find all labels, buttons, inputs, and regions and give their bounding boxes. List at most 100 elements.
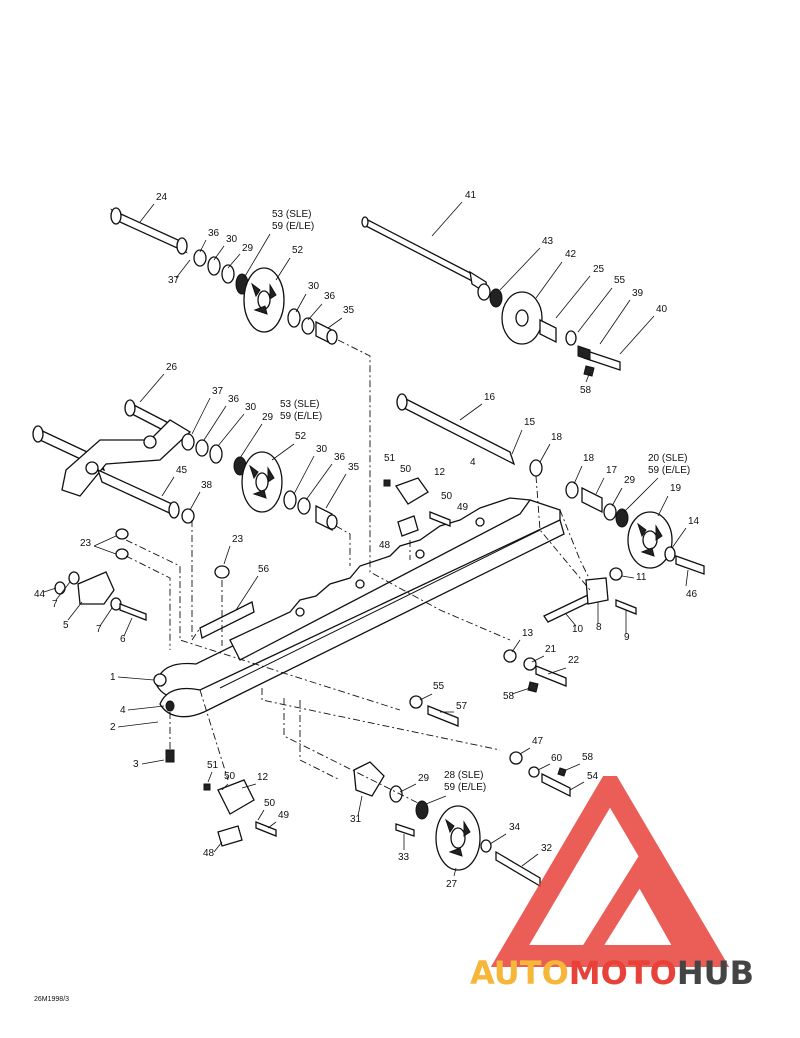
callout-l30a: 30 bbox=[226, 234, 238, 245]
callout-l3: 3 bbox=[133, 759, 139, 770]
callout-l58b: 58 bbox=[503, 691, 515, 702]
callout-l21: 21 bbox=[545, 644, 557, 655]
callout-l38: 38 bbox=[201, 480, 213, 491]
callout-l13: 13 bbox=[522, 628, 534, 639]
callout-l53b: 53 (SLE) bbox=[280, 399, 319, 410]
callout-l9: 9 bbox=[624, 632, 630, 643]
callout-l49b: 49 bbox=[278, 810, 290, 821]
callout-l41: 41 bbox=[465, 190, 477, 201]
callout-l28: 28 (SLE) bbox=[444, 770, 483, 781]
callout-l35a: 35 bbox=[343, 305, 355, 316]
callout-l32: 32 bbox=[541, 843, 553, 854]
callout-l2: 2 bbox=[110, 722, 116, 733]
callout-l29a: 29 bbox=[242, 243, 254, 254]
callout-l24: 24 bbox=[156, 192, 168, 203]
callout-l47: 47 bbox=[532, 736, 544, 747]
callout-l19: 19 bbox=[670, 483, 682, 494]
callout-l44: 44 bbox=[34, 589, 46, 600]
callout-l52b: 52 bbox=[295, 431, 307, 442]
callout-l26: 26 bbox=[166, 362, 178, 373]
watermark-text-auto: AUTO bbox=[470, 954, 569, 992]
rear-adjuster bbox=[543, 567, 637, 623]
callout-l4b: 4 bbox=[120, 705, 126, 716]
callout-l30b: 30 bbox=[308, 281, 320, 292]
mid-bolts bbox=[409, 649, 567, 727]
callout-l58a: 58 bbox=[580, 385, 592, 396]
callout-l29c: 29 bbox=[624, 475, 636, 486]
callout-l5: 5 bbox=[63, 620, 69, 631]
callout-l7a: 7 bbox=[52, 599, 58, 610]
callout-l59a: 59 (E/LE) bbox=[272, 221, 314, 232]
callout-l49a: 49 bbox=[457, 502, 469, 513]
watermark-text-moto: MOTO bbox=[569, 954, 677, 992]
callout-l8: 8 bbox=[596, 622, 602, 633]
watermark-text: AUTOMOTOHUB bbox=[470, 954, 754, 992]
callout-l55a: 55 bbox=[614, 275, 626, 286]
lower-wheel-assembly bbox=[353, 751, 571, 888]
callout-l35b: 35 bbox=[348, 462, 360, 473]
callout-l29b: 29 bbox=[262, 412, 274, 423]
callout-l59d: 59 (E/LE) bbox=[444, 782, 486, 793]
watermark-logo-mark bbox=[490, 776, 730, 967]
callout-l56: 56 bbox=[258, 564, 270, 575]
callout-l36b: 36 bbox=[324, 291, 336, 302]
callout-l58c: 58 bbox=[582, 752, 594, 763]
slide-rail bbox=[153, 497, 565, 763]
callout-l25: 25 bbox=[593, 264, 605, 275]
callout-l31: 31 bbox=[350, 814, 362, 825]
callout-l57: 57 bbox=[456, 701, 468, 712]
callout-l11: 11 bbox=[636, 572, 647, 583]
callout-l54: 54 bbox=[587, 771, 599, 782]
callout-l37a: 37 bbox=[168, 275, 180, 286]
callout-l60: 60 bbox=[551, 753, 563, 764]
rear-axle-upper bbox=[361, 216, 621, 377]
idler-axle-upper bbox=[110, 207, 338, 346]
callout-l30d: 30 bbox=[316, 444, 328, 455]
callout-l50b: 50 bbox=[441, 491, 453, 502]
callout-l42: 42 bbox=[565, 249, 577, 260]
automotohub-watermark: AUTOMOTOHUB bbox=[470, 776, 754, 992]
callout-l39: 39 bbox=[632, 288, 644, 299]
callout-l1: 1 bbox=[110, 672, 116, 683]
callout-l36d: 36 bbox=[334, 452, 346, 463]
assembly-center-lines bbox=[125, 339, 591, 805]
callout-l22: 22 bbox=[568, 655, 580, 666]
callout-l46: 46 bbox=[686, 589, 698, 600]
callout-l59c: 59 (E/LE) bbox=[648, 465, 690, 476]
callout-l12a: 12 bbox=[434, 467, 446, 478]
callout-l27: 27 bbox=[446, 879, 458, 890]
callout-l18a: 18 bbox=[551, 432, 563, 443]
callout-l59b: 59 (E/LE) bbox=[280, 411, 322, 422]
callout-l50c: 50 bbox=[224, 771, 236, 782]
callout-l50a: 50 bbox=[400, 464, 412, 475]
callout-l45: 45 bbox=[176, 465, 188, 476]
callout-l4a: 4 bbox=[470, 457, 476, 468]
callout-l52a: 52 bbox=[292, 245, 304, 256]
callout-l17: 17 bbox=[606, 465, 618, 476]
callout-l29d: 29 bbox=[418, 773, 430, 784]
slider-shoe-lower bbox=[203, 779, 277, 847]
callout-l55b: 55 bbox=[433, 681, 445, 692]
callout-l15: 15 bbox=[524, 417, 536, 428]
watermark-text-hub: HUB bbox=[677, 954, 754, 992]
callout-l23b: 23 bbox=[232, 534, 244, 545]
callout-l6: 6 bbox=[120, 634, 126, 645]
callout-l7b: 7 bbox=[96, 624, 102, 635]
callout-l37b: 37 bbox=[212, 386, 224, 397]
callout-l48b: 48 bbox=[203, 848, 215, 859]
callout-l14: 14 bbox=[688, 516, 700, 527]
callout-l51a: 51 bbox=[384, 453, 396, 464]
callout-l33: 33 bbox=[398, 852, 410, 863]
callout-l34: 34 bbox=[509, 822, 521, 833]
callout-l36c: 36 bbox=[228, 394, 240, 405]
slider-shoe-upper bbox=[383, 477, 451, 537]
callout-l16: 16 bbox=[484, 392, 496, 403]
diagram-code: 26M1998/3 bbox=[34, 996, 70, 1003]
callout-l50d: 50 bbox=[264, 798, 276, 809]
spacer-plate bbox=[115, 528, 255, 639]
callout-l20: 20 (SLE) bbox=[648, 453, 687, 464]
callout-l30c: 30 bbox=[245, 402, 257, 413]
rear-axle-lower bbox=[396, 393, 705, 575]
